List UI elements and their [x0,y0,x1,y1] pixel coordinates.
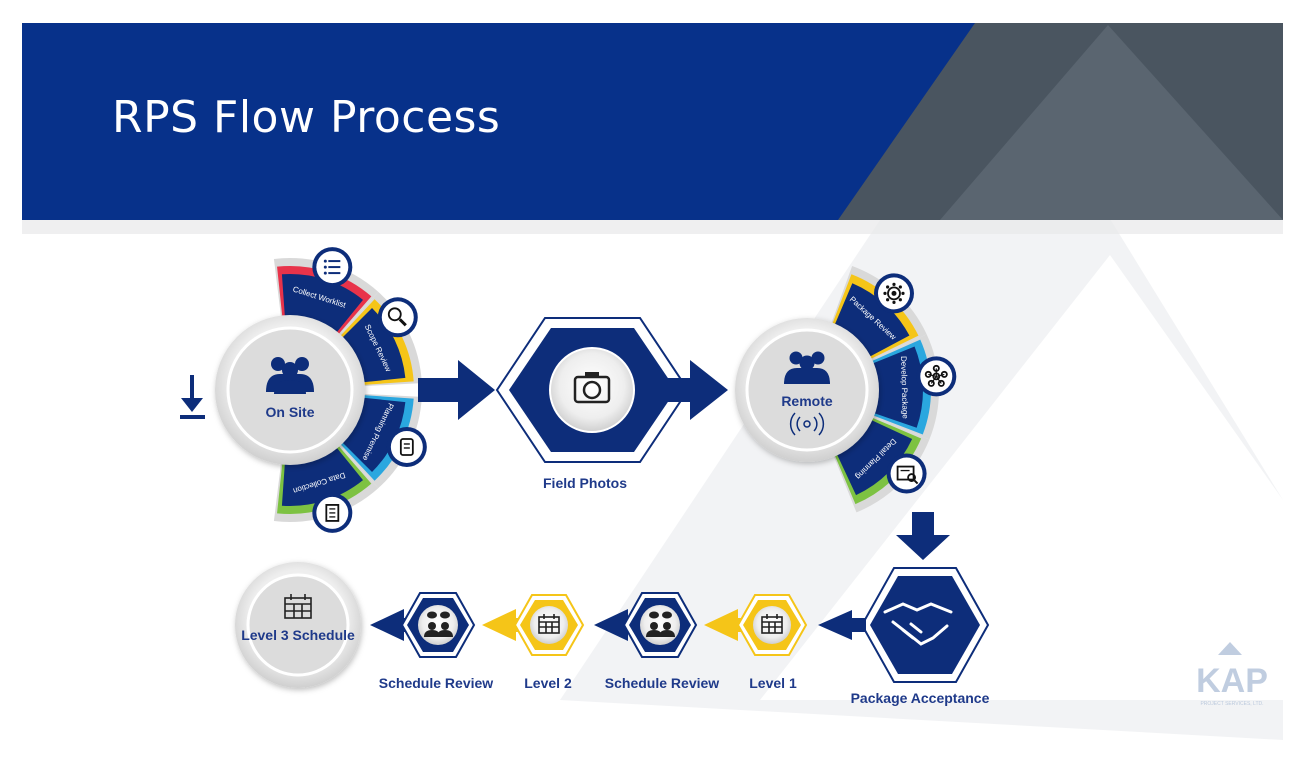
remote-label: Remote [781,393,833,409]
broadcast-icon [789,412,825,436]
list-icon [312,247,353,288]
fan-segment-label: Develop Package [899,356,910,419]
arrow-to-level3 [370,609,416,641]
schedule-review-2-node: Schedule Review [379,592,493,691]
page-title: RPS Flow Process [112,92,501,143]
package-acceptance-node: Package Acceptance [851,567,990,706]
calendar-icon [284,594,312,619]
bottom-chain: Level 1 Schedule Review Level 2 [235,562,866,691]
camera-icon [573,372,611,404]
arrow-to-schedule-review-1 [704,609,750,641]
start-arrow-icon [180,375,205,419]
level1-label: Level 1 [749,675,797,691]
calendar-icon [761,614,783,634]
level3-node: Level 3 Schedule [235,562,361,688]
field-photos-label: Field Photos [543,475,627,491]
arrow-to-schedule-review-2 [482,609,528,641]
scroll-icon [386,426,427,467]
meeting-icon [646,611,675,637]
fan-segment-package-review: Package Review [830,265,927,361]
onsite-label: On Site [265,404,314,420]
level2-node: Level 2 [513,594,585,691]
field-photos-node: Field Photos [495,317,728,491]
arrow-to-remote [640,360,728,420]
network-icon [916,356,957,397]
arrow-to-field-photos [418,360,495,420]
schedule-review-2-label: Schedule Review [379,675,493,691]
arrow-to-acceptance [896,512,950,560]
level2-label: Level 2 [524,675,572,691]
level1-node: Level 1 [736,594,808,691]
logo-subtext: PROJECT SERVICES, LTD. [1200,701,1263,707]
header-banner [22,23,1283,234]
schedule-review-1-label: Schedule Review [605,675,719,691]
team-icon [784,351,830,384]
arrow-to-level2 [594,609,640,641]
kap-logo: KAP PROJECT SERVICES, LTD. [1196,642,1268,707]
logo-text: KAP [1196,662,1268,700]
handshake-icon [883,602,953,646]
arrow-to-level1 [818,610,866,640]
gear-icon [873,273,914,314]
schedule-review-1-node: Schedule Review [605,592,719,691]
banner-peak [940,25,1283,220]
search-document-icon [886,453,927,494]
magnifier-icon [377,297,418,338]
level3-label: Level 3 Schedule [241,627,355,643]
package-acceptance-label: Package Acceptance [851,690,990,706]
calendar-icon [538,614,560,634]
fan-segment-develop-package: Develop Package [870,334,957,440]
meeting-icon [424,611,453,637]
team-icon [266,357,314,394]
document-icon [312,492,353,533]
